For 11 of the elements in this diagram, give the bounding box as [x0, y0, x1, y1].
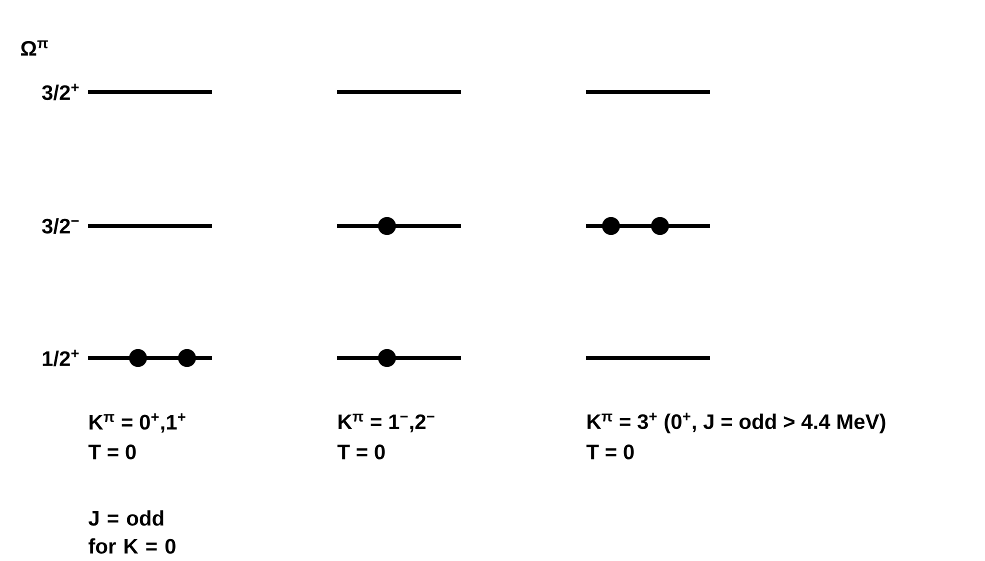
axis-label: Ω$^{π}$: [21, 40, 48, 56]
level-label: 3/2$^{−}$: [42, 218, 79, 234]
level-label: 3/2$^{+}$: [42, 84, 79, 100]
isospin-label: T = 0: [337, 444, 385, 460]
band-label: K$^{π}$ = 1$^{−}$,2$^{−}$: [338, 414, 434, 432]
isospin-label: T = 0: [88, 444, 136, 460]
isospin-label: T = 0: [586, 444, 634, 460]
band-label: K$^{π}$ = 0$^{+}$,1$^{+}$: [90, 413, 186, 433]
note: J = odd for K = 0: [88, 510, 176, 554]
level-label: 1/2$^{+}$: [42, 350, 79, 366]
band-label: K$^{π}$ = 3$^{+}$ (0$^{+}$, J = odd > 4.4 MeV): [588, 412, 886, 434]
